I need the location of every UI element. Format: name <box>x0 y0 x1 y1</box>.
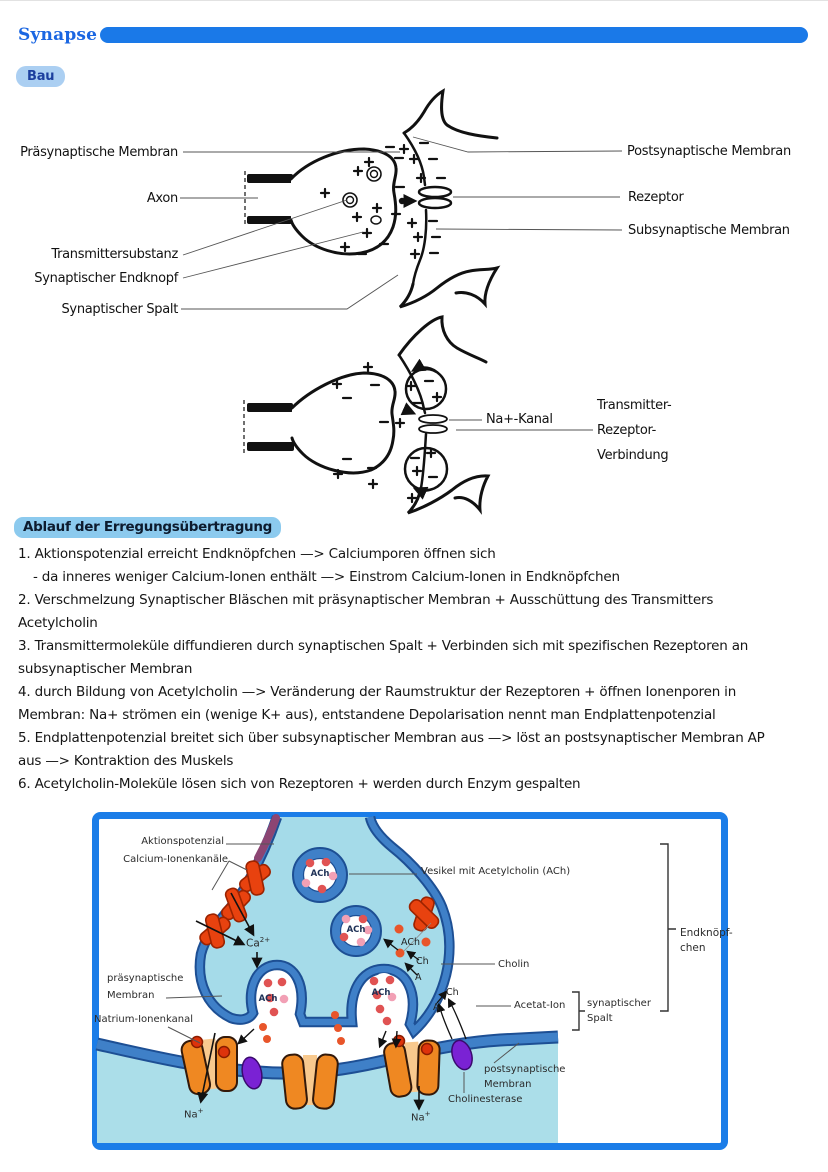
fig-label-synaptischer-spalt-1: synaptischer <box>587 998 651 1009</box>
fig-label-cholinesterase: Cholinesterase <box>448 1094 523 1105</box>
ca-symbol: Ca <box>246 937 260 950</box>
label-synaptischer-endknopf: Synaptischer Endknopf <box>34 271 178 286</box>
text-line: subsynaptischer Membran <box>18 661 193 677</box>
text-line: 1. Aktionspotenzial erreicht Endknöpfche… <box>18 546 496 562</box>
text-line: 2. Verschmelzung Synaptischer Bläschen m… <box>18 592 714 608</box>
na-symbol: Na <box>411 1112 425 1124</box>
fig-label-na-right: Na+ <box>411 1109 430 1123</box>
fig-label-ach-vesicle1: ACh <box>310 869 330 879</box>
label-synaptischer-spalt: Synaptischer Spalt <box>61 302 178 317</box>
text-line: - da inneres weniger Calcium-Ionen enthä… <box>33 569 620 585</box>
fig-label-a-2: A <box>433 1002 440 1013</box>
fig-label-endknoepfchen-1: Endknöpf- <box>680 927 733 939</box>
text-line: 3. Transmittermoleküle diffundieren durc… <box>18 638 749 654</box>
label-subsynaptische-membran: Subsynaptische Membran <box>628 223 790 238</box>
fig-label-vesikel: Vesikel mit Acetylcholin (ACh) <box>421 866 571 877</box>
synapse-drawing-transmission <box>243 315 593 515</box>
fig-label-ch-2: Ch <box>446 987 459 998</box>
fig-label-cholin: Cholin <box>498 959 530 970</box>
label-praesynaptische-membran: Präsynaptische Membran <box>20 145 178 160</box>
fig-label-a-1: A <box>415 972 422 983</box>
text-line: Acetylcholin <box>18 615 98 631</box>
fig-label-praesynaptische-1: präsynaptische <box>107 973 184 984</box>
na-charge: + <box>197 1107 204 1115</box>
text-line: aus —> Kontraktion des Muskels <box>18 753 234 769</box>
label-transmitter-rezeptor-1: Transmitter- <box>597 398 672 413</box>
na-symbol: Na <box>184 1109 198 1121</box>
text-line: 4. durch Bildung von Acetylcholin —> Ver… <box>18 684 737 700</box>
label-na-kanal: Na+-Kanal <box>486 412 553 427</box>
title-underline-bar <box>100 27 808 43</box>
fig-label-ca-ion: Ca2+ <box>246 935 270 950</box>
fig-label-calcium-ionenkanaele: Calcium-Ionenkanäle <box>123 854 228 865</box>
label-transmittersubstanz: Transmittersubstanz <box>51 247 178 262</box>
section-heading-ablauf: Ablauf der Erregungsübertragung <box>14 517 282 538</box>
fig-label-postsynaptische-1: postsynaptische <box>484 1064 566 1075</box>
fig-label-ach-omega1: ACh <box>258 994 278 1004</box>
fig-label-aktionspotenzial: Aktionspotenzial <box>141 836 224 847</box>
fig-label-postsynaptische-2: Membran <box>484 1079 532 1090</box>
text-line: Membran: Na+ strömen ein (wenige K+ aus)… <box>18 707 716 723</box>
fig-label-na-left: Na+ <box>184 1106 203 1120</box>
fig-label-praesynaptische-2: Membran <box>107 990 155 1001</box>
fig-label-ch-1: Ch <box>416 956 429 967</box>
fig-label-endknoepfchen-2: chen <box>680 942 706 954</box>
label-rezeptor: Rezeptor <box>628 190 684 205</box>
label-transmitter-rezeptor-2: Rezeptor- <box>597 423 657 438</box>
fig-label-acetat-ion: Acetat-Ion <box>514 1000 566 1011</box>
label-axon: Axon <box>146 191 178 206</box>
section-badge-bau: Bau <box>16 66 66 87</box>
fig-label-synaptischer-spalt-2: Spalt <box>587 1013 613 1024</box>
text-line: 6. Acetylcholin-Moleküle lösen sich von … <box>18 776 581 792</box>
fig-label-ach-vesicle2: ACh <box>346 925 366 935</box>
ca-charge: 2+ <box>259 936 271 944</box>
synapse-drawing-structure <box>180 88 623 310</box>
label-transmitter-rezeptor-3: Verbindung <box>597 448 669 463</box>
page-title: Synapse <box>18 25 98 45</box>
na-charge: + <box>424 1110 431 1118</box>
label-postsynaptische-membran: Postsynaptische Membran <box>627 144 791 159</box>
figure-illustration <box>92 812 728 1150</box>
fig-label-ach-omega2: ACh <box>371 988 391 998</box>
text-line: 5. Endplattenpotenzial breitet sich über… <box>18 730 765 746</box>
fig-label-ach-free: ACh <box>401 937 420 948</box>
fig-label-natrium-ionenkanal: Natrium-Ionenkanal <box>94 1014 193 1025</box>
